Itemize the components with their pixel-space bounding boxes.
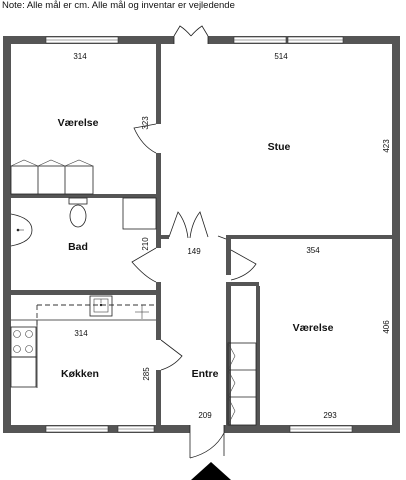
dim-stue-width: 514	[274, 52, 288, 61]
top-door	[173, 25, 209, 45]
dim-vaerelse-right-bottom: 293	[323, 411, 337, 420]
dim-stue-depth: 423	[382, 139, 391, 153]
room-label-stue: Stue	[268, 141, 291, 153]
bathroom-fixtures	[10, 197, 157, 247]
front-door	[189, 424, 225, 459]
dim-kokken-width: 314	[74, 329, 88, 338]
room-label-bad: Bad	[68, 241, 88, 253]
dim-hall-width: 149	[187, 247, 201, 256]
room-label-entre: Entre	[192, 368, 219, 380]
dim-vaerelse-right-width: 354	[306, 246, 320, 255]
plan-note: Note: Alle mål er cm. Alle mål og invent…	[2, 0, 235, 11]
room-label-kokken: Køkken	[61, 368, 99, 380]
windows	[45, 36, 353, 433]
sink-icon	[10, 213, 33, 247]
room-label-vaerelse-right: Værelse	[293, 322, 334, 334]
entrance-marker-icon	[191, 462, 231, 480]
kitchen-sink-icon	[89, 295, 113, 317]
room-label-vaerelse-top: Værelse	[58, 117, 99, 129]
dim-kokken-depth: 285	[142, 367, 151, 381]
toilet-tank-icon	[68, 197, 88, 205]
dim-vaerelse-top-width: 314	[73, 52, 87, 61]
dim-bad-depth: 210	[141, 237, 150, 251]
fridge-icon	[10, 356, 37, 388]
cabinet-icon	[122, 197, 157, 230]
toilet-icon	[69, 204, 87, 228]
dim-entre-width: 209	[198, 411, 212, 420]
kitchen-fixtures	[10, 295, 156, 388]
interior-doors	[131, 123, 257, 371]
wardrobe-entre	[227, 342, 257, 426]
wardrobe-top	[10, 159, 94, 195]
dim-vaerelse-right-depth: 406	[382, 320, 391, 334]
interior-walls	[11, 44, 392, 425]
dim-vaerelse-top-depth: 323	[141, 116, 150, 130]
